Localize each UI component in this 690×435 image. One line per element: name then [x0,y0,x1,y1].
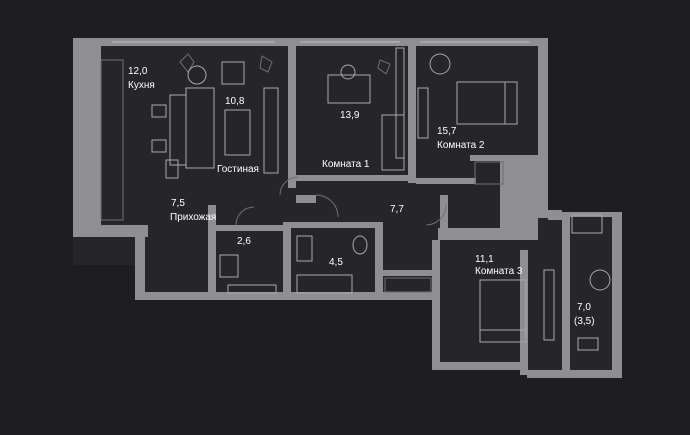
room-1-area: 13,9 [340,110,360,121]
toilet-area: 2,6 [237,236,251,247]
room-3-area: 11,1 [475,254,494,265]
bathroom-fixtures [219,235,368,294]
balcony-furniture [571,214,611,351]
room-3-furniture [384,269,555,343]
balcony-name: (3,5) [574,316,595,327]
room-2-area: 15,7 [437,126,457,137]
kitchen-name: Кухня [128,80,155,91]
interior-walls [208,38,540,300]
room-1-furniture [327,47,405,171]
living-furniture [185,55,279,174]
room-2-name: Комната 2 [437,140,485,151]
corridor-area: 7,7 [390,204,404,215]
balcony-area: 7,0 [577,302,591,313]
bathroom-area: 4,5 [329,257,343,268]
hallway-name: Прихожая [170,212,216,223]
room-labels: 12,0 Кухня 10,8 Гостиная 13,9 Комната 1 … [128,66,595,327]
room-2-furniture [417,53,518,185]
living-name: Гостиная [217,164,259,175]
doors [235,176,447,226]
room-3-name: Комната 3 [475,266,523,277]
kitchen-area: 12,0 [128,66,148,77]
room-1-name: Комната 1 [322,159,370,170]
hallway-area: 7,5 [171,198,185,209]
living-area: 10,8 [225,96,245,107]
